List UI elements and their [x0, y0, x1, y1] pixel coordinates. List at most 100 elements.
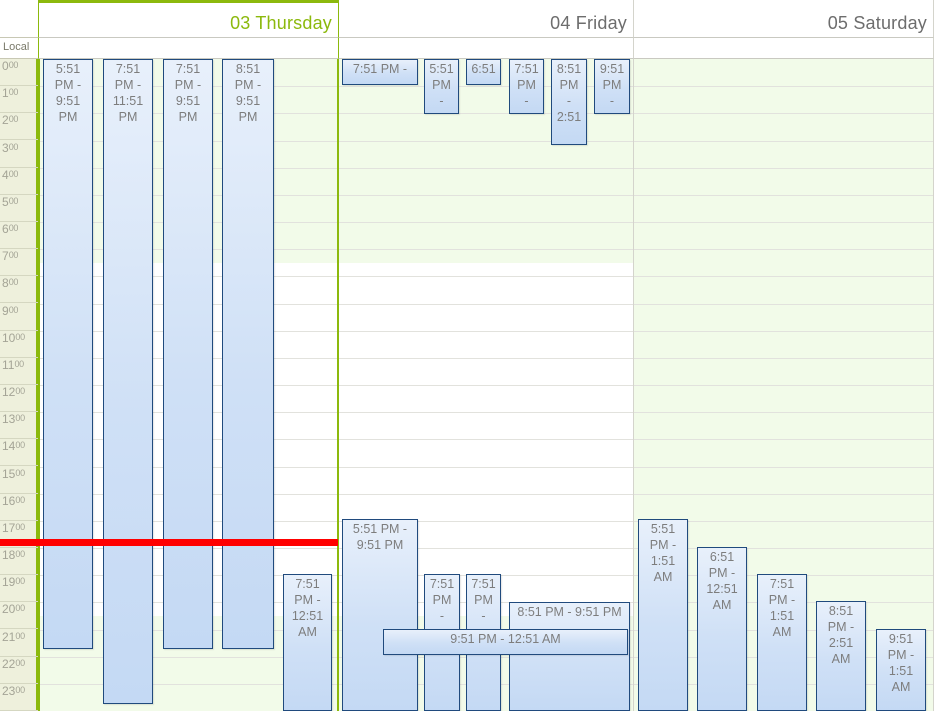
calendar-event[interactable]: 9:51 PM - 1:51 AM	[876, 629, 926, 711]
hour-gridline	[634, 467, 933, 468]
hour-gridline	[339, 412, 633, 413]
calendar-event[interactable]: 7:51 PM - 11:51 PM	[103, 59, 153, 704]
gutter-hour-16: 1600	[0, 494, 38, 521]
calendar-event[interactable]: 7:51 PM -	[509, 59, 544, 114]
hour-gridline	[339, 168, 633, 169]
hour-gridline	[339, 304, 633, 305]
calendar-event[interactable]: 8:51 PM - 9:51 PM	[509, 602, 630, 711]
gutter-hour-14: 1400	[0, 439, 38, 467]
gutter-hour-5: 500	[0, 195, 38, 222]
hour-number: 20	[2, 602, 16, 617]
all-day-cell-friday[interactable]	[339, 38, 634, 59]
hour-number: 10	[2, 330, 16, 345]
hour-minutes: 00	[15, 386, 25, 396]
calendar-event[interactable]: 6:51	[466, 59, 501, 85]
hour-gridline	[339, 548, 633, 549]
hour-gridline	[40, 657, 337, 658]
gutter-hour-12: 1200	[0, 385, 38, 413]
hour-minutes: 00	[15, 630, 25, 641]
hour-minutes: 00	[8, 250, 19, 261]
calendar-event[interactable]: 5:51 PM -	[424, 59, 459, 114]
gutter-hour-6: 600	[0, 222, 38, 250]
hour-number: 12	[2, 385, 16, 399]
calendar-event[interactable]: 6:51 PM - 12:51 AM	[697, 547, 747, 711]
hour-number: 1	[2, 86, 9, 101]
hour-number: 6	[2, 222, 9, 236]
hour-gridline	[339, 113, 633, 114]
calendar-event[interactable]: 7:51 PM - 9:51 PM	[163, 59, 213, 649]
hour-number: 19	[2, 575, 16, 590]
hour-gridline	[339, 249, 633, 250]
calendar-event[interactable]: 9:51 PM - 12:51 AM	[383, 629, 628, 655]
hour-minutes: 00	[8, 114, 19, 125]
hour-minutes: 00	[8, 195, 19, 206]
gutter-hour-20: 2000	[0, 602, 38, 630]
hour-gridline	[634, 113, 933, 114]
gutter-hour-7: 700	[0, 249, 38, 277]
hour-number: 15	[2, 466, 16, 481]
hour-minutes: 00	[8, 304, 19, 315]
calendar-event[interactable]: 8:51 PM - 9:51 PM	[222, 59, 274, 649]
hour-minutes: 00	[15, 467, 25, 478]
current-time-indicator	[0, 539, 338, 546]
hour-number: 11	[2, 357, 15, 372]
gutter-hour-17: 1700	[0, 521, 38, 548]
calendar-event[interactable]: 8:51 PM - 2:51 AM	[816, 601, 866, 711]
hour-gridline	[634, 86, 933, 87]
hour-minutes: 00	[8, 87, 19, 98]
hour-gridline	[339, 385, 633, 386]
gutter-hour-19: 1900	[0, 575, 38, 603]
calendar-event[interactable]: 7:51 PM - 1:51 AM	[757, 574, 807, 711]
hour-gridline	[634, 439, 933, 440]
all-day-cell-saturday[interactable]	[634, 38, 934, 59]
calendar-event[interactable]: 7:51 PM - 12:51 AM	[283, 574, 332, 711]
hour-number: 9	[2, 303, 9, 318]
calendar-event[interactable]: 5:51 PM - 1:51 AM	[638, 519, 688, 711]
day-header-saturday[interactable]: 05 Saturday	[634, 0, 934, 38]
hour-number: 14	[2, 439, 16, 454]
hour-gridline	[339, 467, 633, 468]
hour-minutes: 00	[8, 141, 19, 152]
calendar-event[interactable]: 8:51 PM - 2:51	[551, 59, 587, 145]
hour-number: 3	[2, 140, 9, 155]
hour-number: 4	[2, 167, 9, 182]
hour-minutes: 00	[15, 603, 25, 614]
calendar-event[interactable]: 7:51 PM -	[342, 59, 418, 85]
gutter-hour-0: 000	[0, 59, 38, 87]
gutter-hour-2: 200	[0, 113, 38, 141]
gutter-hour-10: 1000	[0, 331, 38, 358]
day-header-thursday[interactable]: 03 Thursday	[38, 0, 339, 38]
day-header-friday[interactable]: 04 Friday	[339, 0, 634, 38]
hour-number: 16	[2, 493, 16, 508]
gutter-hour-4: 400	[0, 168, 38, 195]
all-day-cell-thursday[interactable]	[38, 38, 339, 59]
day-header-row: 03 Thursday 04 Friday 05 Saturday	[0, 0, 934, 38]
all-day-row: Local	[0, 38, 934, 59]
day-header-label: 03 Thursday	[230, 13, 332, 33]
hour-gridline	[634, 249, 933, 250]
hour-minutes: 00	[15, 684, 25, 695]
hour-minutes: 00	[15, 521, 25, 532]
calendar-event[interactable]: 9:51 PM -	[594, 59, 630, 114]
hour-gridline	[339, 439, 633, 440]
hour-number: 8	[2, 276, 9, 291]
gutter-hour-13: 1300	[0, 412, 38, 440]
gutter-hour-22: 2200	[0, 657, 38, 684]
hour-number: 2	[2, 113, 9, 128]
calendar-event[interactable]: 5:51 PM - 9:51 PM	[43, 59, 93, 649]
day-header-label: 04 Friday	[550, 13, 627, 33]
hour-gridline	[339, 195, 633, 196]
calendar-event[interactable]: 5:51 PM - 9:51 PM	[342, 519, 418, 711]
hour-minutes: 00	[8, 168, 19, 179]
hour-number: 13	[2, 412, 16, 427]
hour-number: 5	[2, 194, 9, 209]
gutter-hour-1: 100	[0, 86, 38, 114]
hour-minutes: 00	[8, 223, 19, 233]
hour-minutes: 00	[14, 358, 24, 369]
gutter-hour-8: 800	[0, 276, 38, 304]
hour-gridline	[634, 494, 933, 495]
timezone-label: Local	[3, 41, 30, 53]
hour-gridline	[634, 521, 933, 522]
gutter-hour-21: 2100	[0, 630, 38, 657]
